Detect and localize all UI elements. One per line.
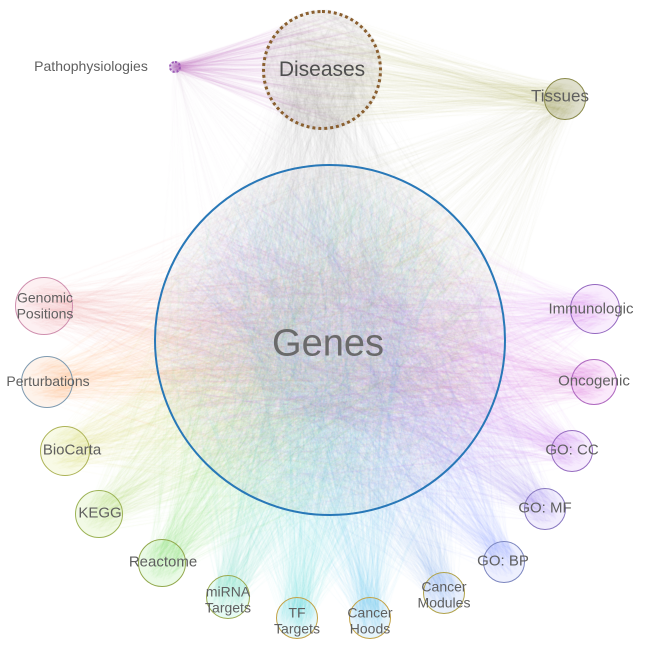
oncogenic-node[interactable] (571, 359, 617, 405)
tf-targets-node[interactable] (276, 597, 318, 639)
genes-node[interactable] (154, 164, 506, 516)
pathophysiologies-node[interactable] (169, 61, 181, 73)
diseases-node[interactable] (262, 10, 382, 130)
go-bp-node[interactable] (483, 541, 525, 583)
cancer-hoods-node[interactable] (349, 597, 391, 639)
perturbations-node[interactable] (21, 356, 73, 408)
cancer-modules-node[interactable] (423, 572, 465, 614)
go-mf-node[interactable] (524, 488, 566, 530)
tissues-node[interactable] (544, 78, 586, 120)
go-cc-node[interactable] (551, 430, 593, 472)
genomic-positions-node[interactable] (15, 277, 73, 335)
mirna-targets-node[interactable] (206, 575, 250, 619)
kegg-node[interactable] (75, 490, 123, 538)
immunologic-node[interactable] (570, 284, 620, 334)
reactome-node[interactable] (138, 539, 186, 587)
biocarta-node[interactable] (40, 426, 90, 476)
